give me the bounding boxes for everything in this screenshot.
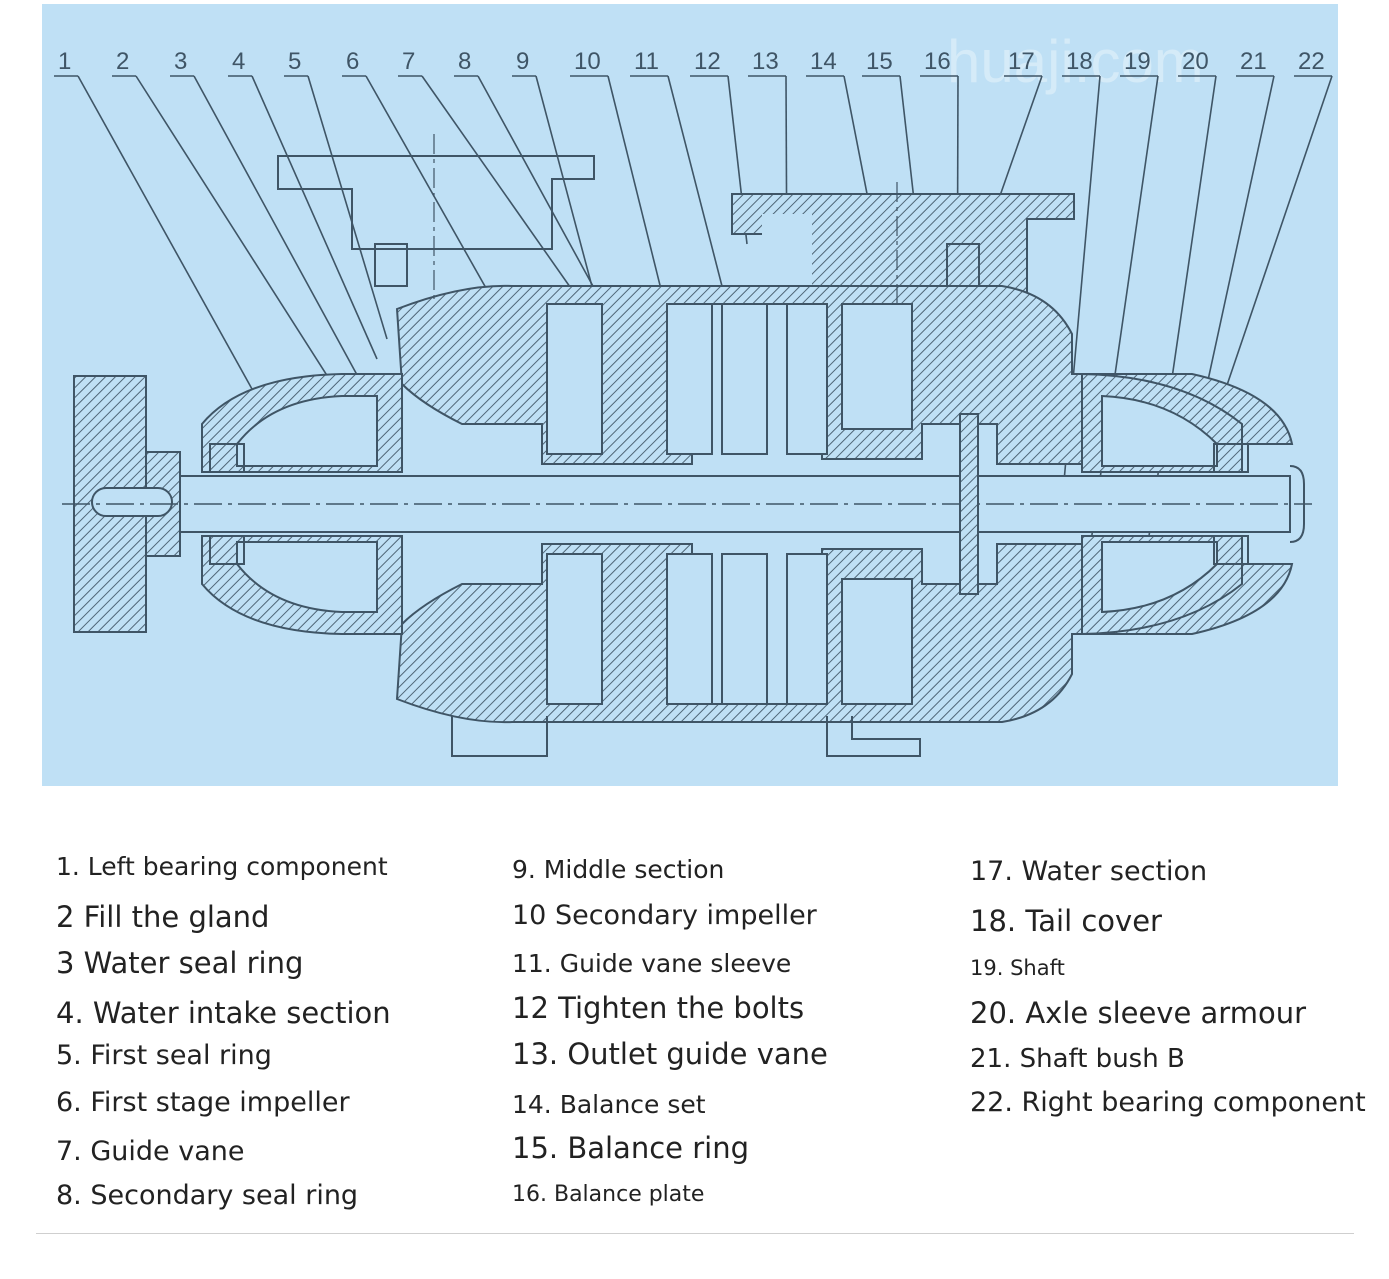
legend-item: 2 Fill the gland bbox=[56, 900, 270, 934]
part-number-label: 15 bbox=[866, 48, 893, 75]
legend-item: 5. First seal ring bbox=[56, 1040, 272, 1071]
legend-item: 1. Left bearing component bbox=[56, 852, 388, 881]
part-number-label: 20 bbox=[1182, 48, 1209, 75]
part-number-label: 2 bbox=[116, 48, 129, 75]
part-number-label: 7 bbox=[402, 48, 415, 75]
leader-line bbox=[535, 75, 603, 325]
legend-item: 10 Secondary impeller bbox=[512, 900, 817, 931]
legend-item: 3 Water seal ring bbox=[56, 946, 304, 980]
part-number-label: 22 bbox=[1298, 48, 1325, 75]
legend-item: 18. Tail cover bbox=[970, 904, 1162, 938]
legend-item: 11. Guide vane sleeve bbox=[512, 949, 792, 978]
part-number-label: 8 bbox=[458, 48, 471, 75]
part-number-label: 17 bbox=[1008, 48, 1035, 75]
part-number-label: 14 bbox=[810, 48, 837, 75]
part-number-label: 5 bbox=[288, 48, 301, 75]
part-number-label: 18 bbox=[1066, 48, 1093, 75]
part-number-label: 9 bbox=[516, 48, 529, 75]
legend-item: 7. Guide vane bbox=[56, 1136, 245, 1167]
leader-line bbox=[77, 75, 253, 390]
pump-body bbox=[62, 134, 1312, 757]
part-number-label: 11 bbox=[634, 48, 659, 75]
leader-line bbox=[193, 75, 363, 385]
part-number-label: 16 bbox=[924, 48, 951, 75]
part-number-label: 1 bbox=[58, 48, 71, 75]
legend-item: 17. Water section bbox=[970, 856, 1208, 887]
watermark: huaji.com bbox=[947, 28, 1204, 95]
legend-item: 19. Shaft bbox=[970, 956, 1065, 980]
legend-item: 22. Right bearing component bbox=[970, 1087, 1366, 1118]
legend-item: 12 Tighten the bolts bbox=[512, 991, 805, 1025]
part-number-label: 4 bbox=[232, 48, 245, 75]
leader-line bbox=[251, 75, 378, 360]
legend-item: 20. Axle sleeve armour bbox=[970, 996, 1307, 1030]
part-number-label: 19 bbox=[1124, 48, 1151, 75]
leader-line bbox=[135, 75, 343, 400]
legend-item: 14. Balance set bbox=[512, 1090, 706, 1119]
legend-item: 9. Middle section bbox=[512, 855, 725, 884]
part-number-label: 21 bbox=[1240, 48, 1267, 75]
legend-item: 6. First stage impeller bbox=[56, 1087, 350, 1118]
legend-item: 16. Balance plate bbox=[512, 1182, 705, 1207]
part-number-label: 3 bbox=[174, 48, 187, 75]
leader-line bbox=[421, 75, 583, 305]
legend-item: 13. Outlet guide vane bbox=[512, 1037, 828, 1071]
leader-line bbox=[307, 75, 388, 340]
part-number-label: 6 bbox=[346, 48, 359, 75]
leader-line bbox=[1206, 75, 1333, 445]
legend-item: 15. Balance ring bbox=[512, 1131, 749, 1165]
part-number-label: 13 bbox=[752, 48, 779, 75]
bottom-divider bbox=[36, 1233, 1354, 1234]
legend-item: 4. Water intake section bbox=[56, 996, 391, 1030]
legend-item: 8. Secondary seal ring bbox=[56, 1180, 359, 1211]
legend-item: 21. Shaft bush B bbox=[970, 1044, 1185, 1074]
part-number-label: 10 bbox=[574, 48, 601, 75]
part-number-label: 12 bbox=[694, 48, 721, 75]
